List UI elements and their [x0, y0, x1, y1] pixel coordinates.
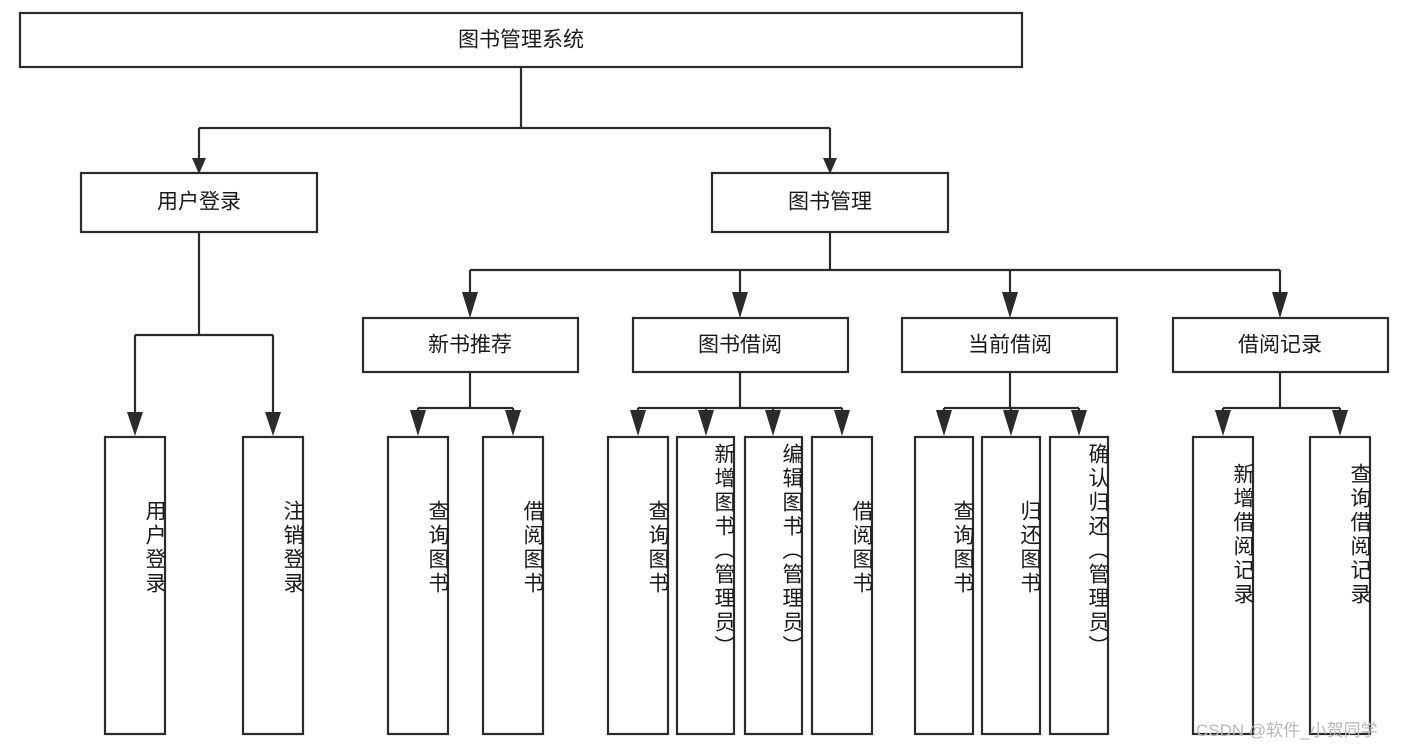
arrow-head-icon [732, 292, 748, 318]
node-leaf-query-book-2-box[interactable] [606, 435, 670, 736]
node-borrow-record-label: 借阅记录 [1238, 334, 1322, 357]
node-leaf-user-login-box[interactable] [103, 435, 167, 736]
connector-user-login-to-leaves [127, 232, 281, 436]
arrow-head-icon [1071, 410, 1087, 436]
arrow-head-icon [1332, 410, 1348, 436]
arrow-head-icon [505, 410, 521, 436]
node-root-label: 图书管理系统 [458, 29, 584, 52]
node-new-book-rec-label: 新书推荐 [428, 334, 512, 357]
node-book-manage-label: 图书管理 [788, 191, 872, 214]
node-user-login-label: 用户登录 [157, 191, 241, 214]
node-borrow-record[interactable]: 借阅记录 [1171, 316, 1390, 374]
connector-root-to-level2 [192, 67, 837, 174]
arrow-head-icon [1002, 292, 1018, 318]
node-leaf-borrow-book-1-box[interactable] [481, 435, 545, 736]
node-leaf-add-book-box[interactable] [675, 435, 736, 736]
arrow-head-icon [1272, 292, 1288, 318]
node-leaf-return-book-box[interactable] [980, 435, 1042, 736]
node-root-box[interactable] [18, 11, 1024, 69]
node-current-borrow[interactable]: 当前借阅 [900, 316, 1119, 374]
arrow-head-icon [127, 412, 143, 436]
node-leaf-query-book-1-box[interactable] [386, 435, 450, 736]
node-leaf-user-logout-box[interactable] [241, 435, 305, 736]
node-book-manage[interactable]: 图书管理 [710, 171, 950, 234]
arrow-head-icon [834, 410, 850, 436]
connector-current-borrow-to-leaves [936, 372, 1087, 436]
arrow-head-icon [630, 410, 646, 436]
node-leaf-query-book-3-box[interactable] [913, 435, 975, 736]
arrow-head-icon [192, 158, 206, 174]
arrow-head-icon [1215, 410, 1231, 436]
csdn-watermark: CSDN @软件_小贺同学 [1196, 721, 1378, 740]
arrow-head-icon [265, 412, 281, 436]
arrow-head-icon [462, 292, 478, 318]
connector-new-book-rec-to-leaves [410, 372, 521, 436]
arrow-head-icon [1003, 410, 1019, 436]
node-user-login[interactable]: 用户登录 [79, 171, 319, 234]
node-leaf-confirm-return-box[interactable] [1048, 435, 1110, 736]
arrow-head-icon [823, 158, 837, 174]
connector-borrow-record-to-leaves [1215, 372, 1348, 436]
connector-book-borrow-to-leaves [630, 372, 850, 436]
arrow-head-icon [765, 410, 781, 436]
node-current-borrow-box[interactable] [900, 316, 1119, 374]
arrow-head-icon [698, 410, 714, 436]
node-new-book-rec[interactable]: 新书推荐 [361, 316, 580, 374]
connector-book-manage-to-level3 [462, 232, 1288, 318]
arrow-head-icon [936, 410, 952, 436]
node-leaf-edit-book-box[interactable] [743, 435, 804, 736]
node-user-login-box[interactable] [79, 171, 319, 234]
arrow-head-icon [410, 410, 426, 436]
node-leaf-add-record-box[interactable] [1191, 435, 1255, 736]
node-root[interactable]: 图书管理系统 [18, 11, 1024, 69]
node-leaf-query-record-box[interactable] [1308, 435, 1372, 736]
node-book-borrow[interactable]: 图书借阅 [631, 316, 850, 374]
node-new-book-rec-box[interactable] [361, 316, 580, 374]
node-book-borrow-label: 图书借阅 [698, 334, 782, 357]
node-current-borrow-label: 当前借阅 [968, 334, 1052, 357]
node-leaf-borrow-book-2-box[interactable] [810, 435, 874, 736]
